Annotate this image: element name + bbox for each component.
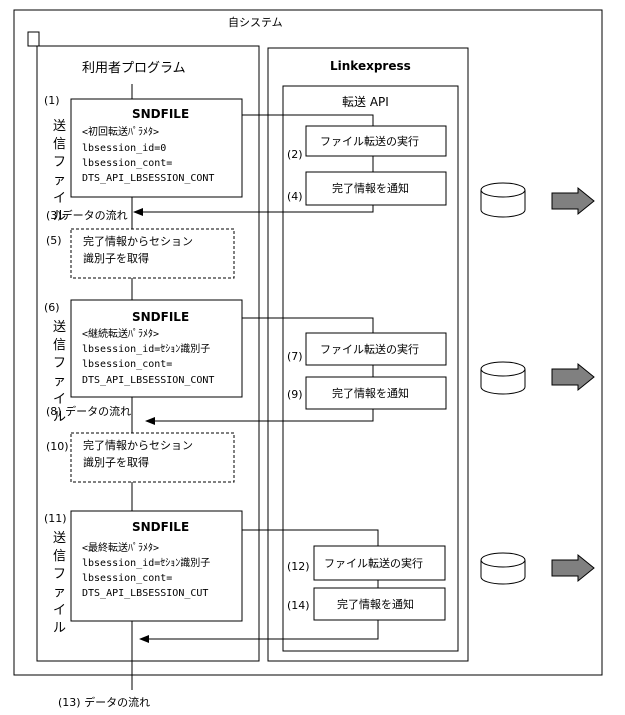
vertical-char: ァ <box>53 173 66 188</box>
exec-label: ファイル転送の実行 <box>320 342 419 356</box>
linkexpress-label: Linkexpress <box>330 59 411 73</box>
exec-step: (7) <box>287 350 303 363</box>
vertical-char: フ <box>53 155 66 170</box>
param-line: DTS_API_LBSESSION_CUT <box>82 588 208 599</box>
param-line: <初回転送ﾊﾟﾗﾒﾀ> <box>82 125 159 138</box>
vertical-char: イ <box>53 392 66 407</box>
param-line: lbsession_id=ｾｼｮﾝ識別子 <box>82 556 210 569</box>
param-line: lbsession_id=ｾｼｮﾝ識別子 <box>82 342 210 355</box>
send-arrow-icon <box>551 362 595 392</box>
get-line: 識別子を取得 <box>83 456 149 469</box>
sndfile-box <box>70 299 243 398</box>
notify-step: (9) <box>287 388 303 401</box>
vertical-char: 送 <box>53 531 66 546</box>
vertical-char: 信 <box>53 137 66 152</box>
api-label: 転送 API <box>342 94 389 109</box>
vertical-char: ル <box>53 621 66 636</box>
call-line <box>242 529 379 546</box>
vertical-char: イ <box>53 191 66 206</box>
disk-icon <box>480 361 526 395</box>
vertical-char: ル <box>53 209 66 224</box>
send-arrow-icon <box>551 186 595 216</box>
return-arrow <box>133 205 374 216</box>
exec-step: (12) <box>287 560 310 573</box>
step-label: (6) <box>44 301 60 314</box>
step-label: (1) <box>44 94 60 107</box>
vertical-label: 送 信 フ ァ イ ル <box>53 119 66 224</box>
param-line: DTS_API_LBSESSION_CONT <box>82 375 214 386</box>
exec-box <box>313 545 446 581</box>
sndfile-box <box>70 510 243 622</box>
exec-label: ファイル転送の実行 <box>324 556 423 570</box>
notify-label: 完了情報を通知 <box>332 181 409 195</box>
return-arrow <box>145 409 374 425</box>
get-line: 完了情報からセション <box>83 438 193 452</box>
param-line: lbsession_cont= <box>82 359 172 370</box>
exec-box <box>305 332 447 366</box>
flow-label: (13) データの流れ <box>58 695 150 709</box>
vertical-char: 送 <box>53 320 66 335</box>
flow-label: (3)データの流れ <box>46 208 128 222</box>
param-line: lbsession_cont= <box>82 158 172 169</box>
vertical-label: 送 信 フ ァ イ ル <box>53 320 66 425</box>
get-session-box <box>70 432 235 483</box>
notify-label: 完了情報を通知 <box>332 386 409 400</box>
system-tab-marker <box>27 31 40 47</box>
flow-label: (8) データの流れ <box>46 404 131 418</box>
step-label: (11) <box>44 512 67 525</box>
notify-step: (4) <box>287 190 303 203</box>
exec-box <box>305 125 447 157</box>
sndfile-title: SNDFILE <box>132 310 189 324</box>
disk-icon <box>480 552 526 585</box>
get-line: 識別子を取得 <box>83 252 149 265</box>
exec-step: (2) <box>287 148 303 161</box>
notify-step: (14) <box>287 599 310 612</box>
disk-icon <box>480 182 526 218</box>
notify-label: 完了情報を通知 <box>337 597 414 611</box>
vertical-char: ァ <box>53 374 66 389</box>
get-step: (10) <box>46 440 69 453</box>
param-line: lbsession_cont= <box>82 573 172 584</box>
vertical-char: 信 <box>53 549 66 564</box>
notify-box <box>305 171 447 206</box>
exec-label: ファイル転送の実行 <box>320 134 419 148</box>
vertical-char: 信 <box>53 338 66 353</box>
call-line <box>242 114 374 126</box>
vertical-char: 送 <box>53 119 66 134</box>
get-session-box <box>70 228 235 279</box>
notify-box <box>305 376 447 410</box>
vertical-char: フ <box>53 567 66 582</box>
send-arrow-icon <box>551 553 595 583</box>
param-line: <最終転送ﾊﾟﾗﾒﾀ> <box>82 541 159 554</box>
param-line: <継続転送ﾊﾟﾗﾒﾀ> <box>82 327 159 340</box>
system-label: 自システム <box>228 16 283 29</box>
param-line: DTS_API_LBSESSION_CONT <box>82 173 214 184</box>
get-line: 完了情報からセション <box>83 234 193 248</box>
program-label: 利用者プログラム <box>82 61 186 76</box>
vertical-char: イ <box>53 603 66 618</box>
vertical-char: ァ <box>53 585 66 600</box>
sndfile-box <box>70 98 243 198</box>
get-step: (5) <box>46 234 62 247</box>
vertical-label: 送 信 フ ァ イ ル <box>53 531 66 636</box>
notify-box <box>313 587 446 621</box>
sndfile-title: SNDFILE <box>132 107 189 121</box>
return-arrow <box>139 620 379 643</box>
call-line <box>242 317 374 333</box>
vertical-char: フ <box>53 356 66 371</box>
vertical-char: ル <box>53 410 66 425</box>
param-line: lbsession_id=0 <box>82 143 166 154</box>
sndfile-title: SNDFILE <box>132 520 189 534</box>
